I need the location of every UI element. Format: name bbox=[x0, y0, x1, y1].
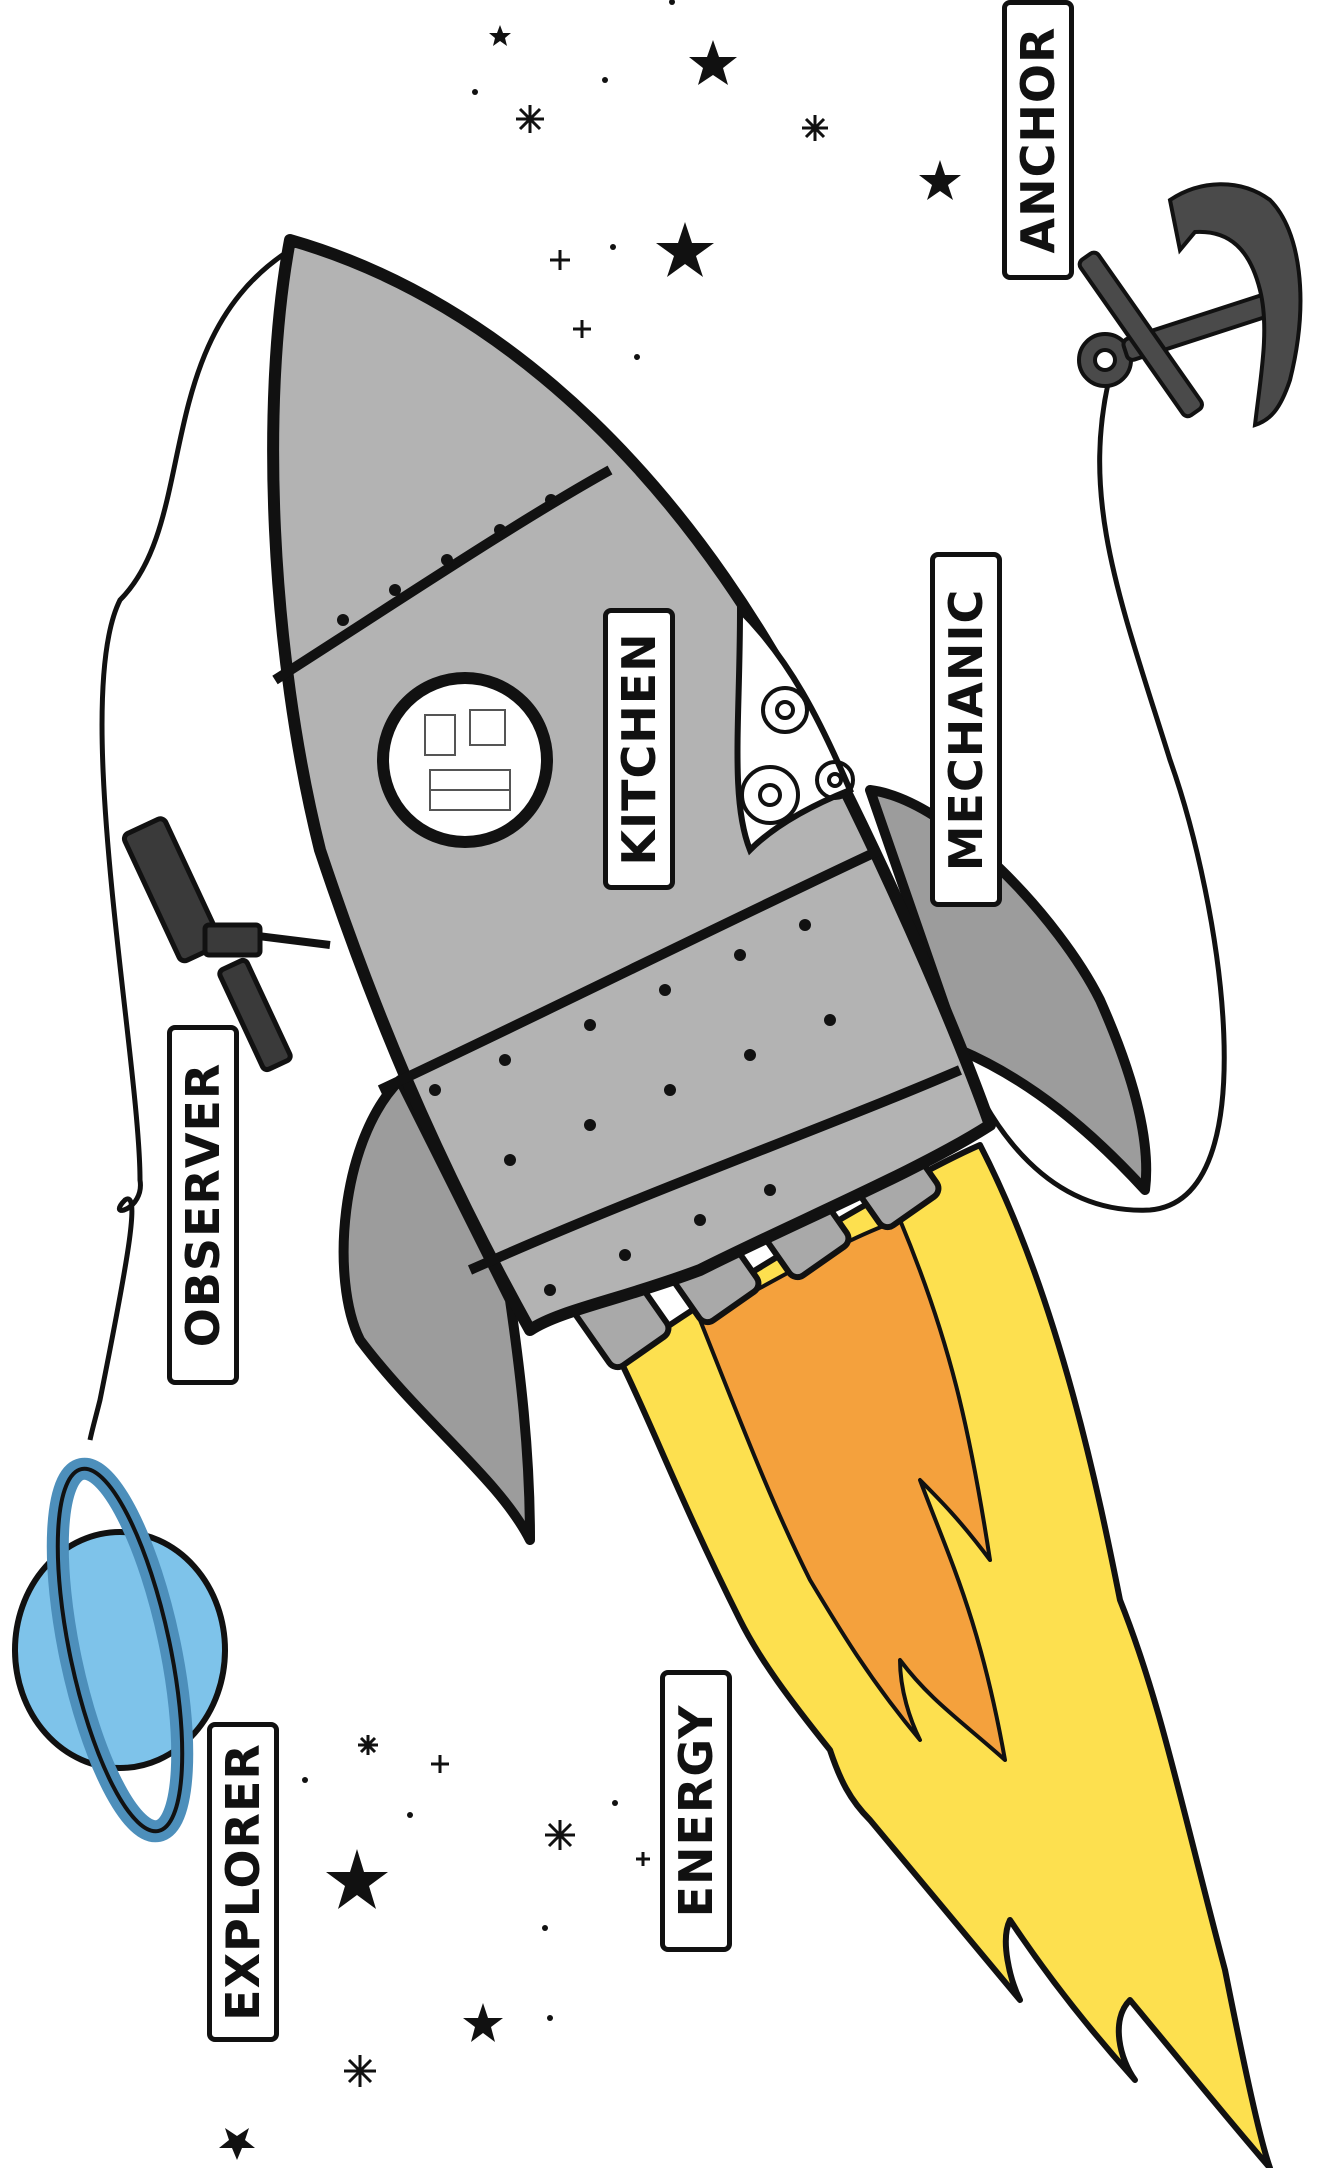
kitchen-label: KITCHEN bbox=[603, 608, 675, 890]
star-icon bbox=[463, 2003, 503, 2042]
energy-label: ENERGY bbox=[660, 1670, 732, 1952]
explorer-label-text: EXPLORER bbox=[216, 1743, 270, 2021]
anchor-icon bbox=[1077, 184, 1300, 425]
planet-icon bbox=[15, 1459, 225, 1842]
anchor-label: ANCHOR bbox=[1002, 0, 1074, 280]
star-icon bbox=[489, 25, 511, 46]
observer-label-text: OBSERVER bbox=[176, 1063, 230, 1348]
kitchen-window bbox=[383, 678, 547, 842]
mechanic-label-text: MECHANIC bbox=[939, 588, 993, 870]
star-icon bbox=[326, 1849, 388, 1909]
energy-label-text: ENERGY bbox=[669, 1705, 723, 1918]
star-icon bbox=[689, 40, 737, 85]
star-icon bbox=[219, 2128, 255, 2160]
observer-label: OBSERVER bbox=[167, 1025, 239, 1385]
anchor-label-text: ANCHOR bbox=[1011, 27, 1065, 254]
mechanic-label: MECHANIC bbox=[930, 552, 1002, 907]
explorer-label: EXPLORER bbox=[207, 1722, 279, 2042]
star-icon bbox=[919, 160, 961, 200]
star-icon bbox=[656, 222, 714, 277]
kitchen-label-text: KITCHEN bbox=[612, 632, 666, 865]
